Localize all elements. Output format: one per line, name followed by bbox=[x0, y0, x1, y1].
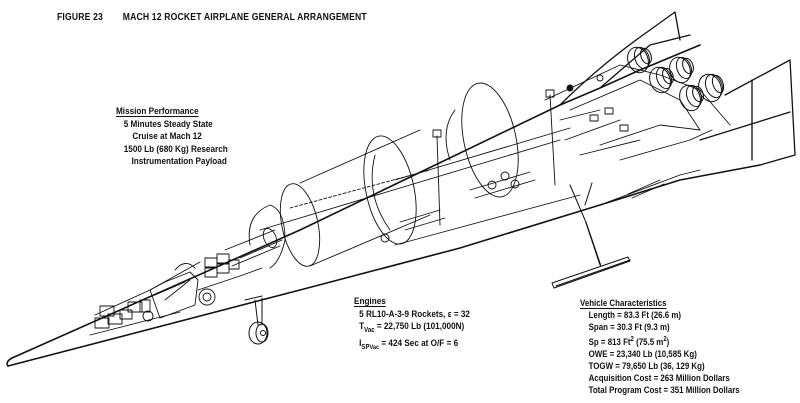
engines-vacuum-thrust: TVac = 22,750 Lb (101,000N) bbox=[359, 321, 465, 335]
vehicle-characteristics-block: Vehicle Characteristics Length = 83.3 Ft… bbox=[580, 297, 740, 397]
wing bbox=[560, 12, 690, 105]
engine-nozzle-2 bbox=[646, 64, 675, 95]
mission-line-payload: 1500 Lb (680 Kg) Research bbox=[123, 143, 228, 155]
aft-strake bbox=[600, 170, 700, 205]
vehicle-owe: OWE = 23,340 Lb (10,585 Kg) bbox=[588, 348, 697, 359]
mission-performance-heading: Mission Performance bbox=[116, 106, 199, 117]
nose-landing-gear bbox=[245, 296, 268, 344]
vehicle-wing-area: Sp = 813 Ft2 (75.5 m2) bbox=[588, 335, 670, 347]
figure-caption: MACH 12 ROCKET AIRPLANE GENERAL ARRANGEM… bbox=[122, 12, 367, 23]
mission-line-cruise: Cruise at Mach 12 bbox=[132, 131, 202, 143]
engines-rockets: 5 RL10-A-3-9 Rockets, ε = 32 bbox=[359, 308, 470, 320]
engines-specific-impulse: ISPVac = 424 Sec at O/F = 6 bbox=[359, 337, 459, 351]
center-tank bbox=[355, 128, 580, 249]
vehicle-total-program-cost: Total Program Cost = 351 Million Dollars bbox=[588, 385, 740, 396]
payload-cylinders bbox=[225, 226, 282, 266]
engine-cluster bbox=[624, 44, 726, 113]
fuselage-outline bbox=[7, 45, 760, 366]
mission-line-instrumentation: Instrumentation Payload bbox=[131, 156, 227, 168]
vehicle-characteristics-heading: Vehicle Characteristics bbox=[580, 298, 667, 308]
vehicle-acquisition-cost: Acquisition Cost = 263 Million Dollars bbox=[588, 373, 730, 384]
vehicle-togw: TOGW = 79,650 Lb (36, 129 Kg) bbox=[588, 361, 705, 372]
engine-nozzle-3 bbox=[666, 54, 695, 85]
figure-title: FIGURE 23 MACH 12 ROCKET AIRPLANE GENERA… bbox=[57, 12, 367, 25]
engine-nozzle-4 bbox=[676, 82, 705, 113]
engines-heading: Engines bbox=[354, 296, 386, 307]
forward-tank bbox=[249, 130, 560, 270]
cockpit bbox=[95, 254, 262, 328]
figure-number: FIGURE 23 bbox=[57, 12, 103, 23]
engine-nozzle-5 bbox=[695, 71, 726, 105]
mission-line-duration: 5 Minutes Steady State bbox=[123, 118, 213, 130]
aft-tank bbox=[446, 78, 555, 202]
vertical-fin bbox=[700, 60, 795, 165]
engine-bay bbox=[545, 65, 730, 160]
main-skid-gear bbox=[552, 183, 630, 288]
vehicle-length: Length = 83.3 Ft (26.6 m) bbox=[588, 310, 682, 321]
vehicle-span: Span = 30.3 Ft (9.3 m) bbox=[588, 322, 670, 333]
mission-performance-block: Mission Performance 5 Minutes Steady Sta… bbox=[116, 106, 228, 169]
engine-nozzle-1 bbox=[624, 44, 653, 75]
engines-block: Engines 5 RL10-A-3-9 Rockets, ε = 32 TVa… bbox=[354, 296, 470, 354]
